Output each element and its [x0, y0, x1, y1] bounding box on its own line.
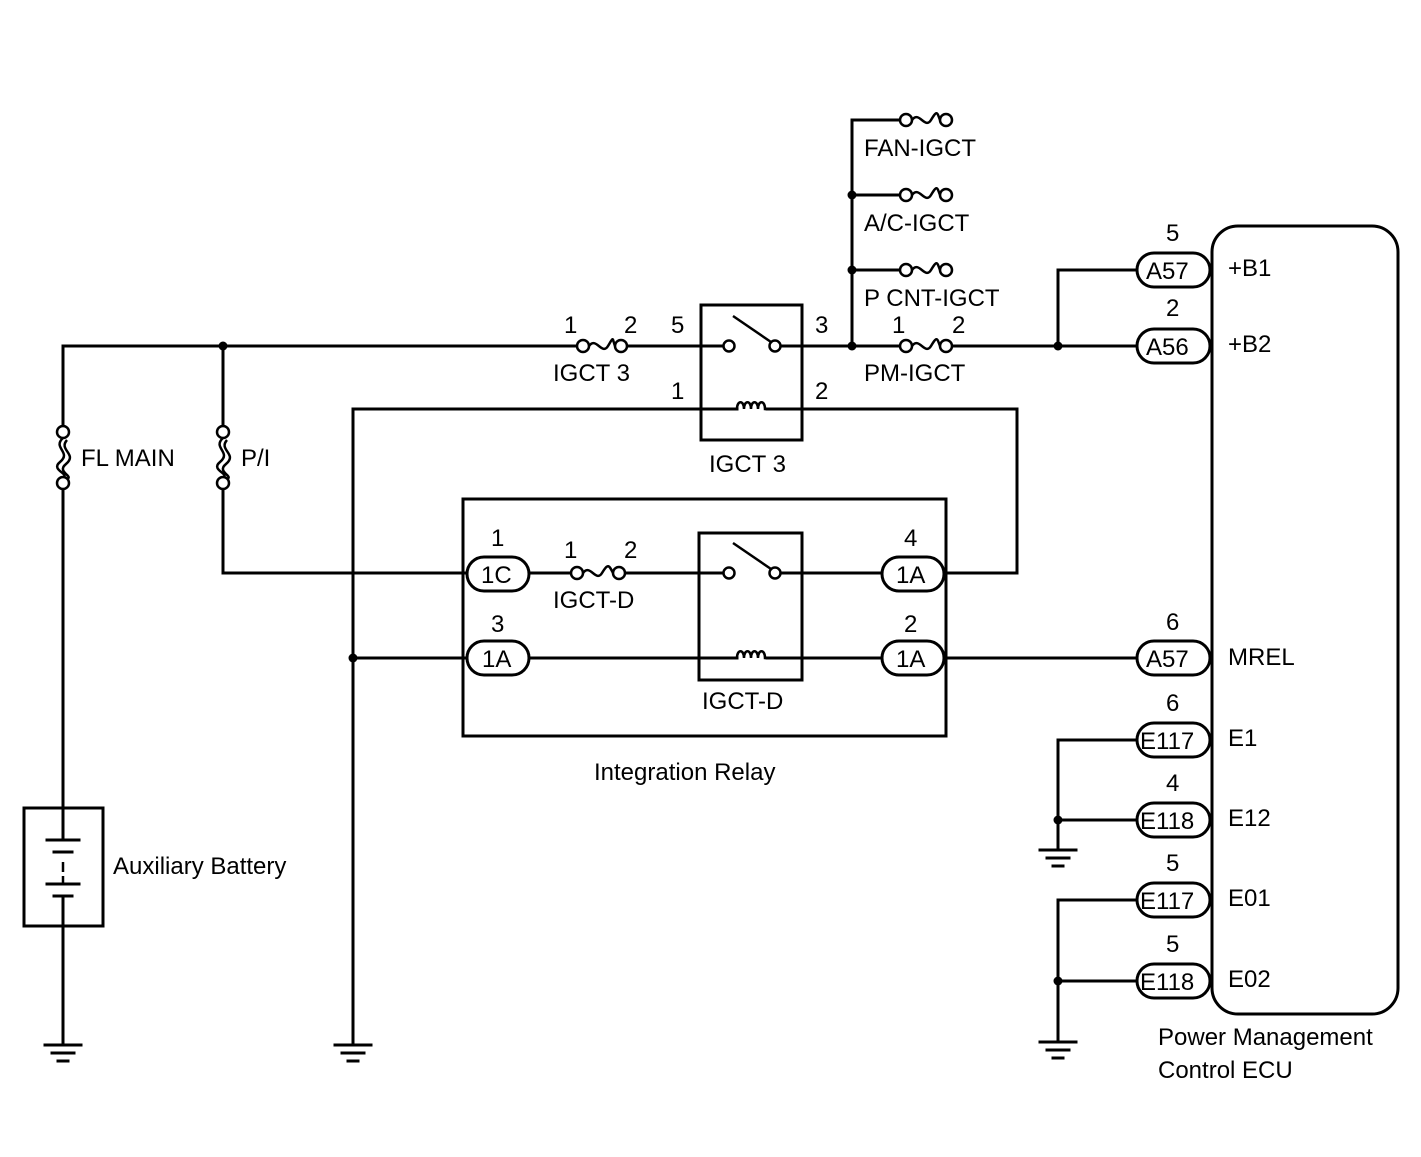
- connector-1c-pin: 1: [491, 525, 504, 552]
- connector-a57-pin5: 5: [1166, 220, 1179, 247]
- ground-icon: [43, 1043, 83, 1063]
- connector-1a-pin4: 1A: [896, 562, 925, 589]
- auxiliary-battery-label: Auxiliary Battery: [113, 853, 286, 880]
- connector-e117-pin5: 5: [1166, 850, 1179, 877]
- connector-e118-pin4: 4: [1166, 770, 1179, 797]
- connector-a57-mrel: A57: [1146, 646, 1189, 673]
- connector-1a-pin3-number: 3: [491, 611, 504, 638]
- connector-1a-pin2: 1A: [896, 646, 925, 673]
- integration-relay: Integration Relay IGCT-D 1C 1 1A 3 1A 4 …: [461, 497, 948, 786]
- terminal-b1: +B1: [1228, 255, 1271, 282]
- pi-label: P/I: [241, 445, 270, 472]
- connector-1a-pin3: 1A: [482, 646, 511, 673]
- power-management-ecu: Power Management Control ECU A57 5 +B1 A…: [1135, 220, 1400, 1084]
- connector-a57-b1: A57: [1146, 258, 1189, 285]
- igct3-fuse-pin2: 2: [624, 312, 637, 339]
- connector-1c: 1C: [481, 562, 512, 589]
- igct3-relay-pin1: 1: [671, 378, 684, 405]
- pcnt-igct-fuse: P CNT-IGCT: [864, 262, 1000, 312]
- pm-igct-fuse: 1 2 PM-IGCT: [864, 312, 966, 387]
- connector-a56-pin2: 2: [1166, 295, 1179, 322]
- igct3-relay: 5 3 1 2 IGCT 3: [671, 303, 828, 478]
- igct3-relay-pin5: 5: [671, 312, 684, 339]
- connector-1a-pin2-number: 2: [904, 611, 917, 638]
- igct-d-fuse-label: IGCT-D: [553, 587, 634, 614]
- pm-igct-fuse-pin1: 1: [892, 312, 905, 339]
- junctions: [218, 190, 1063, 986]
- igct-d-relay-label: IGCT-D: [702, 688, 783, 715]
- igct-d-fuse: 1 2 IGCT-D: [553, 537, 637, 614]
- terminal-e12: E12: [1228, 805, 1271, 832]
- ac-igct-fuse-label: A/C-IGCT: [864, 210, 970, 237]
- connector-a57-pin6: 6: [1166, 609, 1179, 636]
- igct3-fuse-label: IGCT 3: [553, 360, 630, 387]
- terminal-b2: +B2: [1228, 331, 1271, 358]
- pi-fusible-link: P/I: [215, 424, 270, 491]
- ecu-label-line1: Power Management: [1158, 1024, 1373, 1051]
- ground-icon: [1038, 848, 1078, 868]
- connector-e118-e02: E118: [1140, 969, 1194, 996]
- connector-e117-e01: E117: [1140, 888, 1194, 915]
- pcnt-igct-fuse-label: P CNT-IGCT: [864, 285, 1000, 312]
- igct-d-fuse-pin1: 1: [564, 537, 577, 564]
- fl-main-fusible-link: FL MAIN: [55, 424, 175, 491]
- terminal-e02: E02: [1228, 966, 1271, 993]
- connector-e118-e12: E118: [1140, 808, 1194, 835]
- igct3-relay-pin3: 3: [815, 312, 828, 339]
- fan-igct-fuse-label: FAN-IGCT: [864, 135, 976, 162]
- igct3-fuse-pin1: 1: [564, 312, 577, 339]
- igct3-relay-label: IGCT 3: [709, 451, 786, 478]
- fl-main-label: FL MAIN: [81, 445, 175, 472]
- pm-igct-fuse-label: PM-IGCT: [864, 360, 966, 387]
- connector-e117-e1: E117: [1140, 728, 1194, 755]
- ground-icon: [333, 1043, 373, 1063]
- pm-igct-fuse-pin2: 2: [952, 312, 965, 339]
- connector-e118-pin5: 5: [1166, 931, 1179, 958]
- terminal-e1: E1: [1228, 725, 1257, 752]
- ecu-label-line2: Control ECU: [1158, 1057, 1293, 1084]
- auxiliary-battery: Auxiliary Battery: [22, 806, 286, 928]
- fan-igct-fuse: FAN-IGCT: [864, 112, 976, 162]
- terminal-mrel: MREL: [1228, 644, 1295, 671]
- igct3-relay-pin2: 2: [815, 378, 828, 405]
- ground-icon: [1038, 1040, 1078, 1060]
- igct3-fuse: 1 2 IGCT 3: [553, 312, 637, 387]
- connector-1a-pin4-number: 4: [904, 525, 917, 552]
- igct-d-fuse-pin2: 2: [624, 537, 637, 564]
- terminal-e01: E01: [1228, 885, 1271, 912]
- connector-a56: A56: [1146, 334, 1189, 361]
- wires: [61, 118, 1139, 1047]
- ac-igct-fuse: A/C-IGCT: [864, 187, 970, 237]
- integration-relay-label: Integration Relay: [594, 759, 775, 786]
- connector-e117-pin6: 6: [1166, 690, 1179, 717]
